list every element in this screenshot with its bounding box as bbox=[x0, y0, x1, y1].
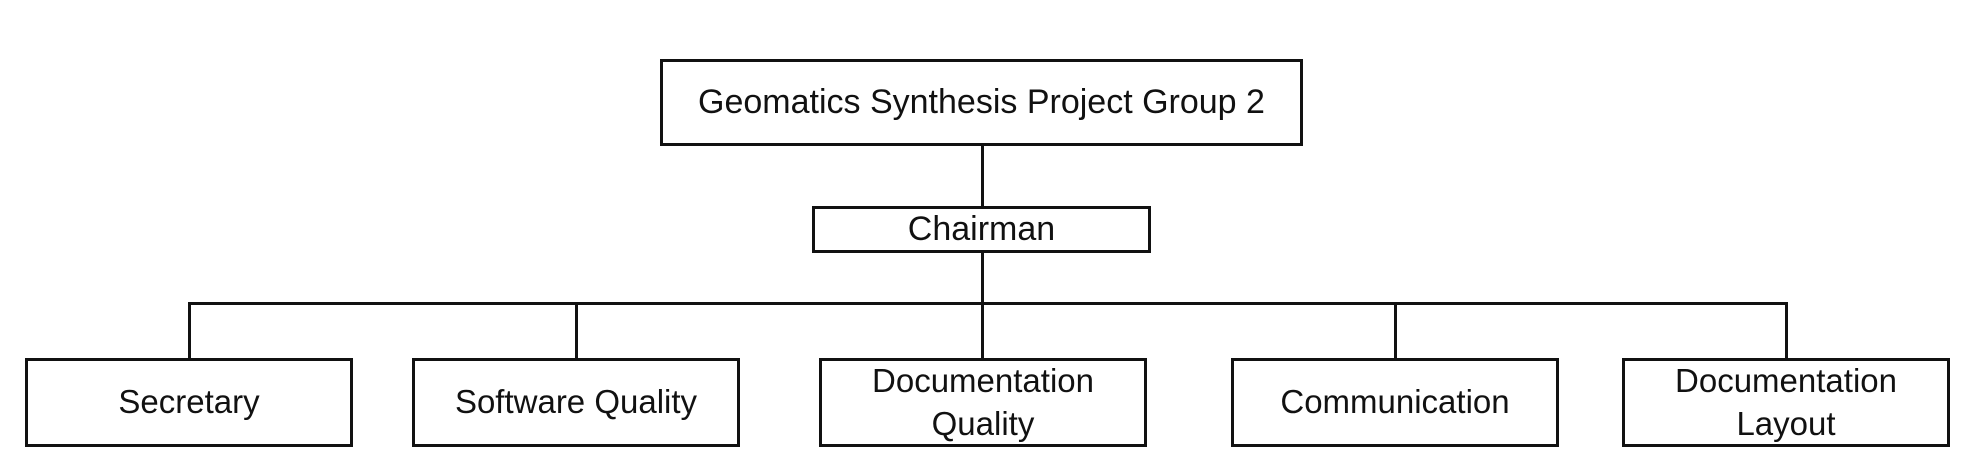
connector-root-chair bbox=[981, 146, 984, 206]
connector-drop-communication bbox=[1394, 302, 1397, 358]
root-node: Geomatics Synthesis Project Group 2 bbox=[660, 59, 1303, 146]
role-node-software-quality: Software Quality bbox=[412, 358, 740, 447]
role-node-documentation-quality: Documentation Quality bbox=[819, 358, 1147, 447]
connector-chair-bus bbox=[981, 253, 984, 358]
connector-horizontal-bus bbox=[188, 302, 1788, 305]
role-node-documentation-layout: Documentation Layout bbox=[1622, 358, 1950, 447]
connector-drop-documentation-layout bbox=[1785, 302, 1788, 358]
chairman-node: Chairman bbox=[812, 206, 1151, 253]
role-node-communication: Communication bbox=[1231, 358, 1559, 447]
connector-drop-software-quality bbox=[575, 302, 578, 358]
connector-drop-secretary bbox=[188, 302, 191, 358]
role-node-secretary: Secretary bbox=[25, 358, 353, 447]
